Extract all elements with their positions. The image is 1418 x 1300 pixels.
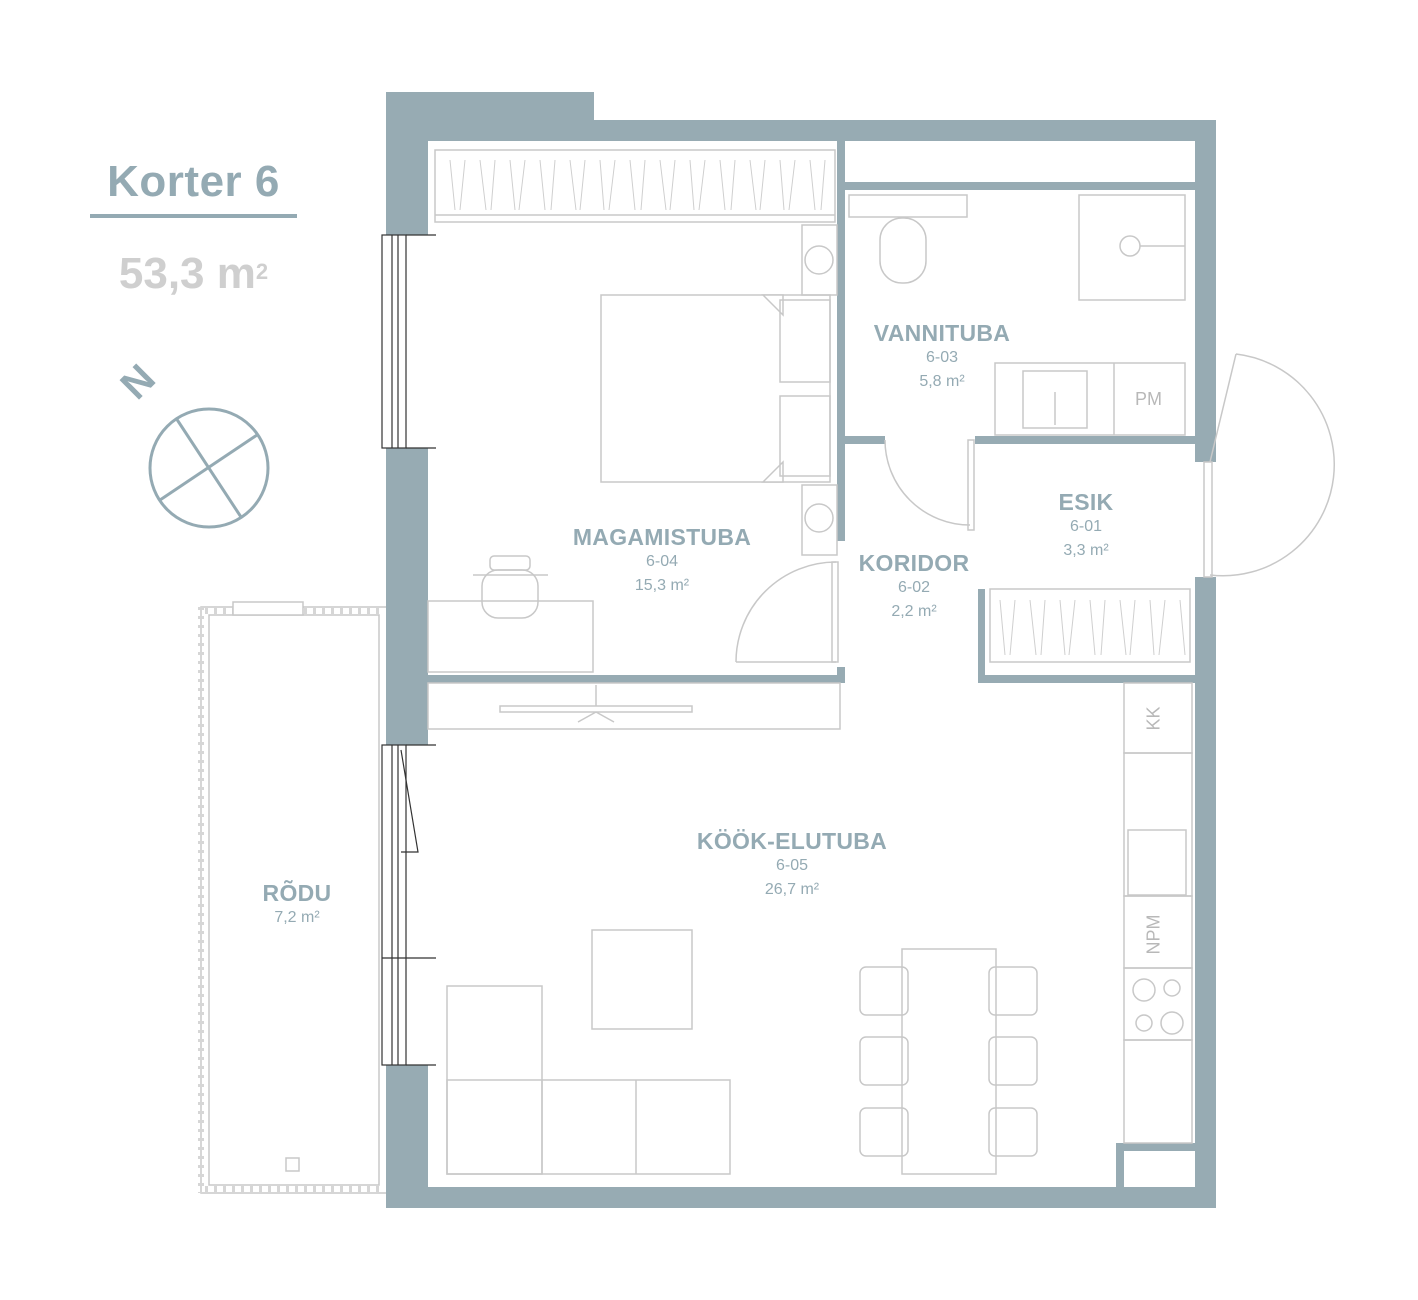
- room-code: 6-03: [925, 349, 959, 366]
- room-name: MAGAMISTUBA: [572, 524, 752, 550]
- room-magamistuba: MAGAMISTUBA 6-04 15,3 m²: [552, 524, 772, 598]
- fixture-label-pm: PM: [1135, 389, 1162, 409]
- room-area: 5,8 m²: [919, 373, 965, 390]
- room-koridor: KORIDOR 6-02 2,2 m²: [854, 550, 974, 624]
- room-code: 6-05: [775, 857, 809, 874]
- hall-wardrobe-hangers: [999, 599, 1186, 656]
- room-name: VANNITUBA: [873, 320, 1011, 346]
- room-area: 7,2 m²: [274, 909, 320, 926]
- furniture: [427, 149, 1335, 1175]
- apartment-area-number: 53,3 m: [118, 249, 256, 298]
- apartment-title: Korter 6: [107, 157, 280, 206]
- room-area: 2,2 m²: [891, 603, 937, 620]
- room-vannituba: VANNITUBA 6-03 5,8 m²: [852, 320, 1032, 394]
- room-area: 3,3 m²: [1063, 542, 1109, 559]
- room-name: ESIK: [1058, 489, 1114, 515]
- room-name: RÕDU: [262, 880, 332, 906]
- compass-rose: [148, 407, 270, 529]
- fixture-label-kk: KK: [1143, 706, 1164, 731]
- room-code: 6-01: [1069, 518, 1103, 535]
- apartment-area-unit-sup: 2: [255, 259, 269, 284]
- room-code: 6-02: [897, 579, 931, 596]
- walls: [386, 92, 1216, 1208]
- apartment-area: 53,3 m2: [90, 246, 297, 302]
- room-esik: ESIK 6-01 3,3 m²: [1036, 489, 1136, 563]
- wardrobe-hangers: [449, 159, 826, 211]
- title-underline: [90, 214, 297, 218]
- room-name: KÖÖK-ELUTUBA: [696, 828, 888, 854]
- windows: [381, 234, 436, 1066]
- room-code: 6-04: [645, 553, 679, 570]
- apartment-header: Korter 6 53,3 m2: [90, 150, 297, 302]
- balcony: [198, 601, 388, 1194]
- room-area: 26,7 m²: [764, 881, 820, 898]
- room-name: KORIDOR: [858, 550, 970, 576]
- room-kook-elutuba: KÖÖK-ELUTUBA 6-05 26,7 m²: [682, 828, 902, 902]
- room-rodu: RÕDU 7,2 m²: [237, 880, 357, 930]
- room-area: 15,3 m²: [634, 577, 690, 594]
- fixture-label-npm: NPM: [1143, 914, 1164, 955]
